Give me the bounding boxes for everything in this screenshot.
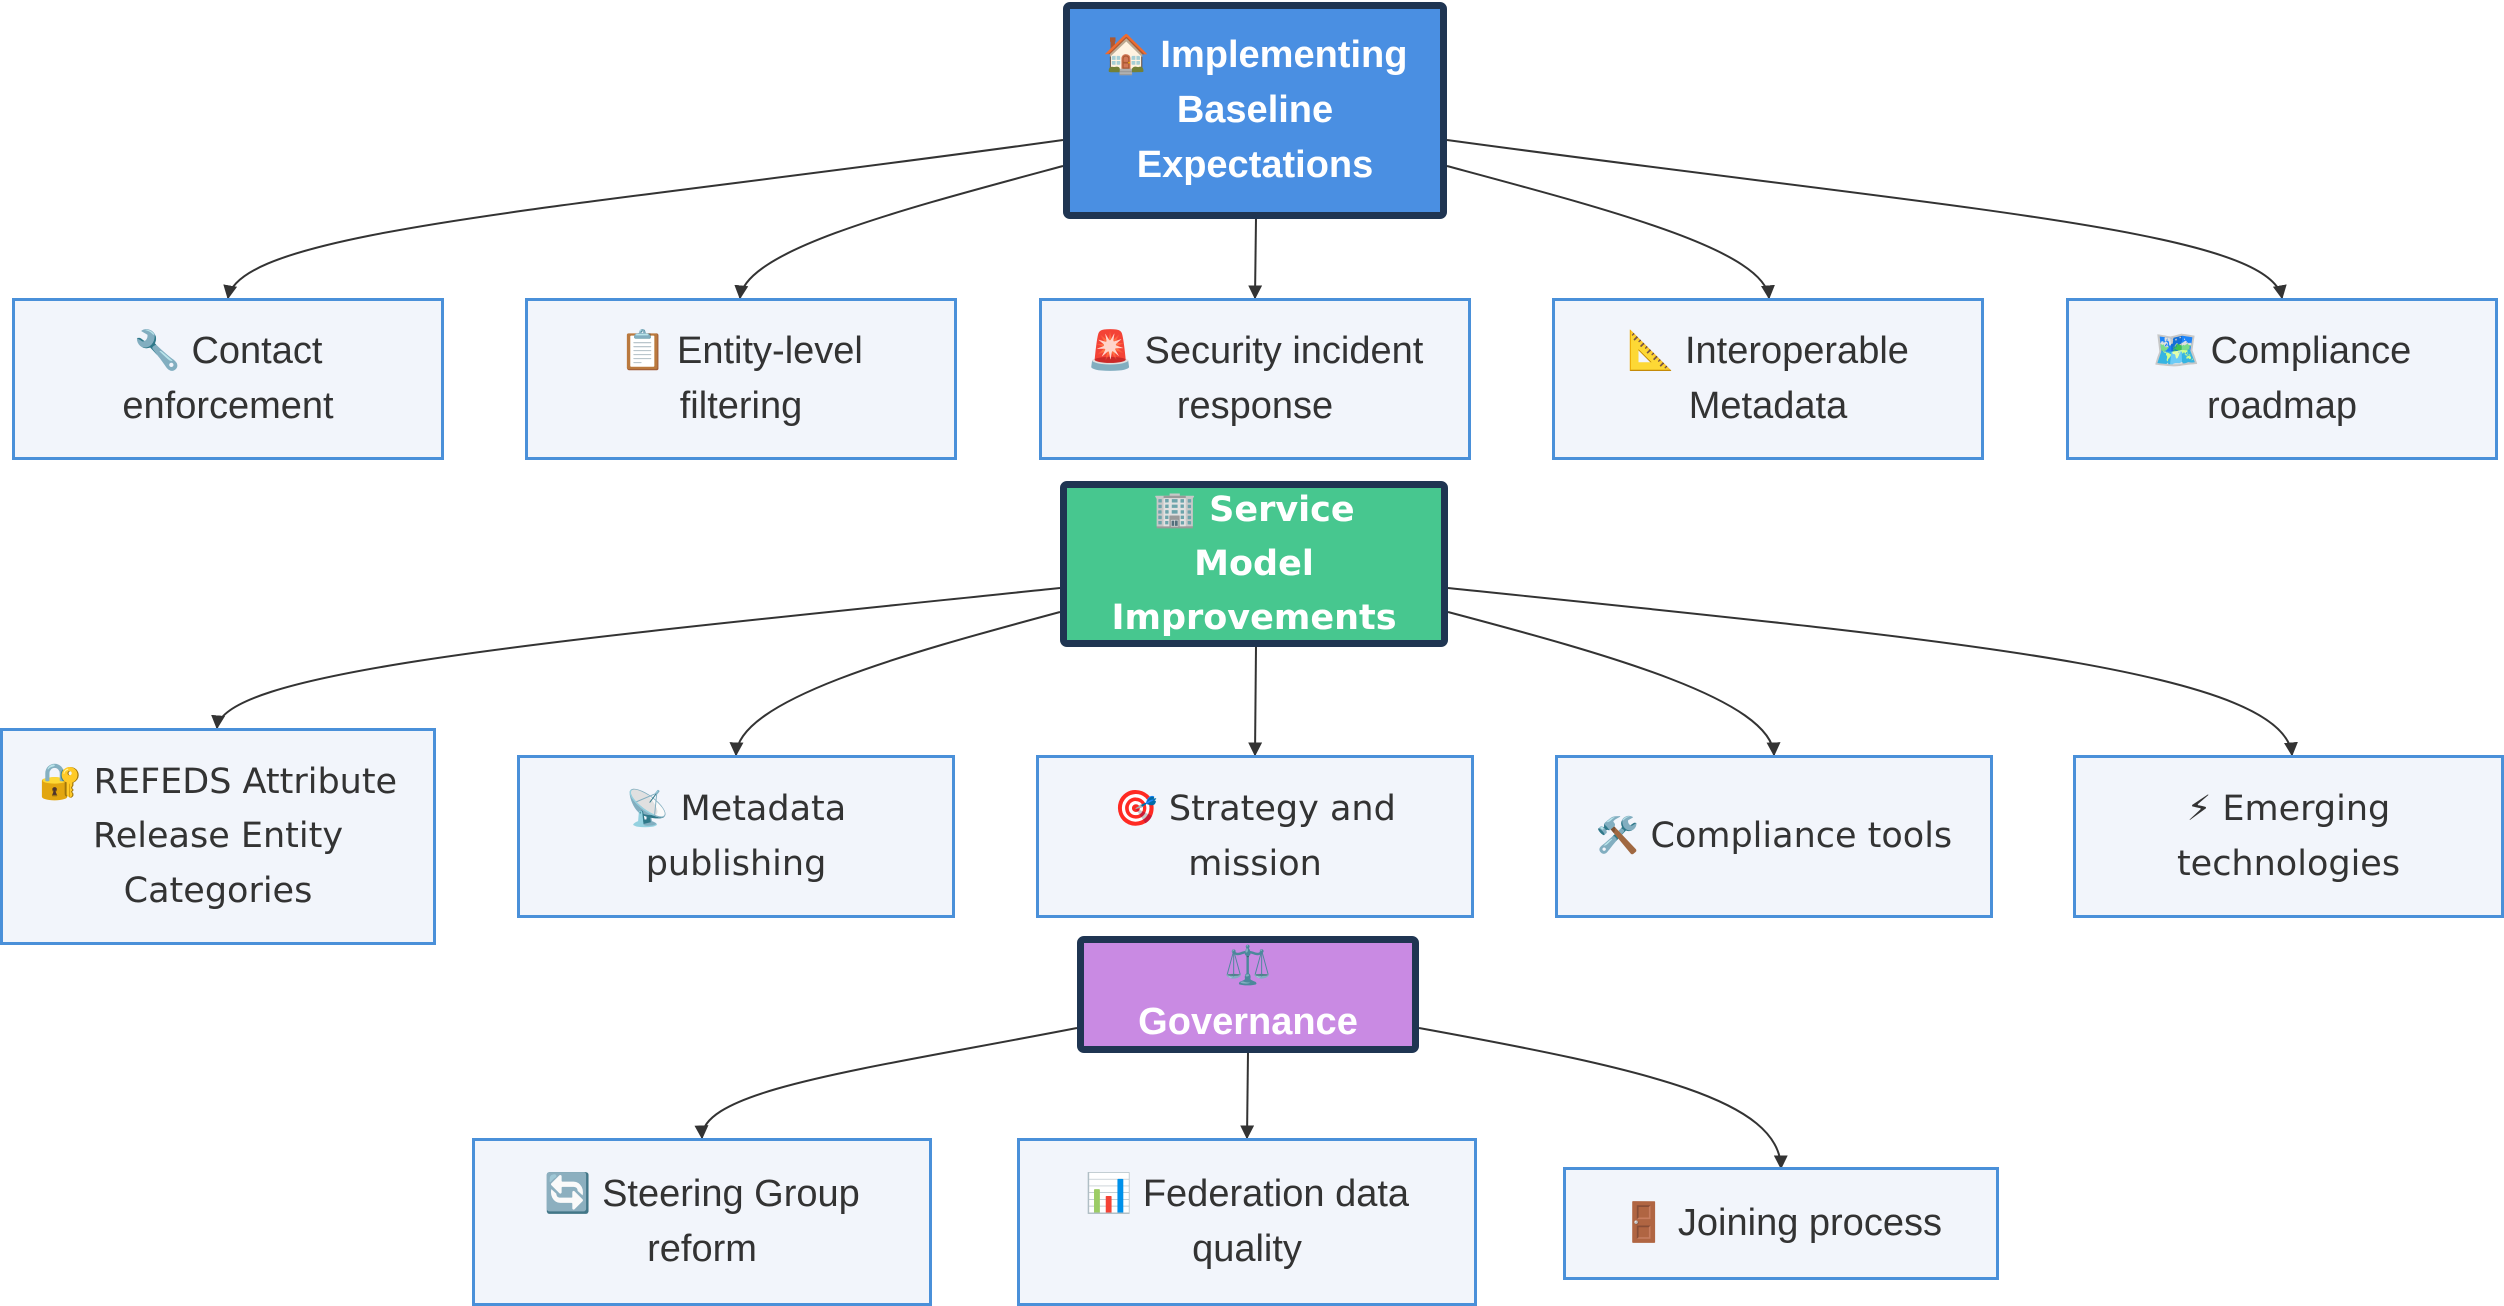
node-label: 🚨 Security incident response: [1086, 329, 1424, 427]
edge-hub2-metadata-publishing: [729, 611, 1061, 757]
hub-label: 🏠 Implementing Baseline Expectations: [1102, 33, 1408, 187]
node-label: 🗺️ Compliance roadmap: [2152, 329, 2412, 427]
node-compliance-roadmap[interactable]: 🗺️ Compliance roadmap: [2066, 298, 2498, 460]
hub-implementing-baseline-expectations[interactable]: 🏠 Implementing Baseline Expectations: [1063, 2, 1447, 219]
node-contact-enforcement[interactable]: 🔧 Contact enforcement: [12, 298, 444, 460]
hub-label: 🏢 Service Model Improvements: [1111, 489, 1397, 639]
edge-hub1-contact-enforcement: [223, 139, 1064, 300]
edge-hub1-security-incident-response: [1248, 217, 1263, 300]
node-steering-group-reform[interactable]: 🔄 Steering Group reform: [472, 1138, 932, 1306]
edge-hub2-compliance-tools: [1447, 611, 1781, 757]
node-label: 🛠️ Compliance tools: [1595, 816, 1953, 857]
edge-hub3-steering-group-reform: [694, 1027, 1078, 1140]
node-joining-process[interactable]: 🚪 Joining process: [1563, 1167, 1999, 1280]
node-security-incident-response[interactable]: 🚨 Security incident response: [1039, 298, 1471, 460]
node-emerging-technologies[interactable]: ⚡ Emerging technologies: [2073, 755, 2504, 918]
edge-hub1-entity-level-filtering: [734, 165, 1064, 300]
node-label: 📋 Entity-level filtering: [619, 329, 863, 427]
node-label: 📐 Interoperable Metadata: [1627, 329, 1909, 427]
hub-service-model-improvements[interactable]: 🏢 Service Model Improvements: [1060, 481, 1448, 647]
edge-hub3-federation-data-quality: [1240, 1051, 1255, 1140]
node-label: 🎯 Strategy and mission: [1114, 789, 1396, 884]
edge-hub2-refeds: [211, 587, 1061, 730]
node-strategy-and-mission[interactable]: 🎯 Strategy and mission: [1036, 755, 1474, 918]
node-label: 🔐 REFEDS Attribute Release Entity Catego…: [38, 762, 398, 911]
hub-governance[interactable]: ⚖️ Governance: [1077, 936, 1419, 1053]
node-label: 📡 Metadata publishing: [625, 789, 847, 884]
node-label: 🚪 Joining process: [1620, 1201, 1942, 1244]
node-label: 🔧 Contact enforcement: [122, 329, 334, 427]
node-compliance-tools[interactable]: 🛠️ Compliance tools: [1555, 755, 1993, 918]
node-refeds-attribute-release[interactable]: 🔐 REFEDS Attribute Release Entity Catego…: [0, 728, 436, 945]
edge-hub2-emerging-technologies: [1447, 587, 2298, 757]
node-interoperable-metadata[interactable]: 📐 Interoperable Metadata: [1552, 298, 1984, 460]
node-federation-data-quality[interactable]: 📊 Federation data quality: [1017, 1138, 1477, 1306]
node-label: ⚡ Emerging technologies: [2176, 789, 2401, 884]
node-entity-level-filtering[interactable]: 📋 Entity-level filtering: [525, 298, 957, 460]
edge-hub3-joining-process: [1418, 1027, 1788, 1170]
hub-label: ⚖️ Governance: [1138, 945, 1358, 1043]
node-label: 🔄 Steering Group reform: [544, 1172, 860, 1270]
node-label: 📊 Federation data quality: [1084, 1172, 1410, 1270]
edge-hub1-interoperable-metadata: [1446, 165, 1775, 300]
edge-hub1-compliance-roadmap: [1446, 139, 2287, 300]
node-metadata-publishing[interactable]: 📡 Metadata publishing: [517, 755, 955, 918]
edge-hub2-strategy-and-mission: [1248, 645, 1263, 757]
